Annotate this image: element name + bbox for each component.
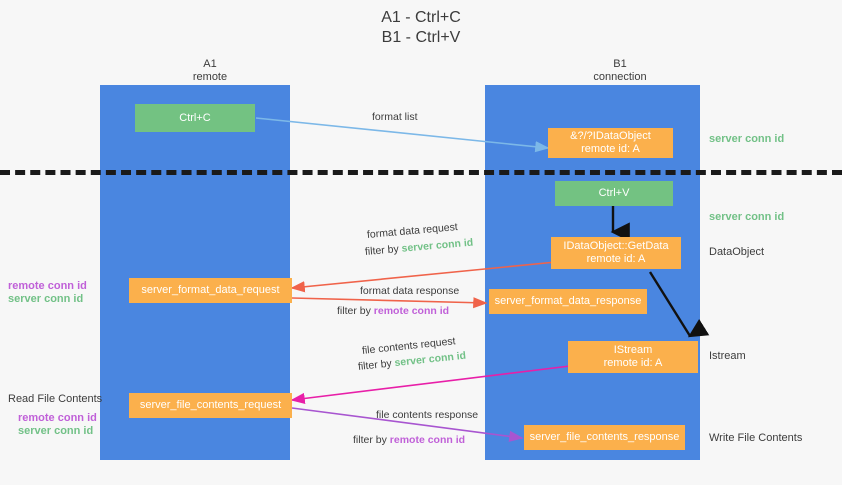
box-istream[interactable]: IStream remote id: A [568,341,698,373]
edge-label-file-contents-response: file contents response [376,409,479,421]
right-label-istream: Istream [709,350,746,362]
box-server-format-data-request-label: server_format_data_request [141,284,280,296]
left-label-server-conn-id-1: server conn id [8,293,84,305]
box-server-format-data-request[interactable]: server_format_data_request [129,278,292,303]
box-server-format-data-response-label: server_format_data_response [494,295,642,307]
box-ctrl-v[interactable]: Ctrl+V [555,181,673,206]
title-line-1: A1 - Ctrl+C [381,9,461,26]
left-label-read-file-contents: Read File Contents [8,393,103,405]
box-server-format-data-response[interactable]: server_format_data_response [489,289,647,314]
column-header-b1: B1 connection [540,58,700,84]
filter-prefix: filter by [353,434,390,446]
box-server-file-contents-request[interactable]: server_file_contents_request [129,393,292,418]
filter-key-remote-conn-id: remote conn id [389,434,466,446]
title-line-2: B1 - Ctrl+V [381,29,461,46]
box-idataobject-sub: remote id: A [581,143,640,155]
left-label-server-conn-id-2: server conn id [18,425,94,437]
box-server-file-contents-response-label: server_file_contents_response [529,431,680,443]
right-label-dataobject: DataObject [709,246,765,258]
box-ctrl-c[interactable]: Ctrl+C [135,104,255,132]
box-server-file-contents-request-label: server_file_contents_request [139,399,282,411]
filter-prefix: filter by [337,305,374,317]
filter-prefix: filter by [364,242,403,258]
left-label-remote-conn-id-2: remote conn id [18,412,97,424]
right-label-server-conn-id-1: server conn id [709,133,785,145]
box-idataobject-getdata[interactable]: IDataObject::GetData remote id: A [551,237,681,269]
column-header-a1: A1 remote [130,58,290,84]
box-idataobject-title: &?/?IDataObject [570,130,651,142]
filter-prefix: filter by [357,357,396,373]
edge-label-format-list: format list [372,111,418,123]
box-server-file-contents-response[interactable]: server_file_contents_response [524,425,685,450]
right-label-server-conn-id-2: server conn id [709,211,785,223]
edge-label-format-data-response-filter: filter by remote conn id [337,304,449,318]
column-b1-name: B1 [613,58,627,70]
edge-label-format-data-response: format data response [360,285,460,297]
box-idataobject-getdata-sub: remote id: A [586,253,646,265]
column-b1-sub: connection [593,71,647,83]
column-a1-sub: remote [192,71,228,83]
filter-key-server-conn-id: server conn id [401,236,474,255]
column-a1-name: A1 [203,58,217,70]
box-idataobject-getdata-title: IDataObject::GetData [563,240,669,252]
box-ctrl-v-label: Ctrl+V [598,187,630,199]
box-istream-sub: remote id: A [603,357,663,369]
left-label-remote-conn-id-1: remote conn id [8,280,87,292]
box-idataobject[interactable]: &?/?IDataObject remote id: A [548,128,673,158]
box-ctrl-c-label: Ctrl+C [179,111,211,124]
arrow-format-data-response [291,297,488,309]
right-label-write-file-contents: Write File Contents [709,432,803,444]
page-title: A1 - Ctrl+C B1 - Ctrl+V [0,8,842,48]
phase-divider [0,170,842,175]
filter-key-remote-conn-id: remote conn id [373,305,450,317]
edge-label-file-contents-response-filter: filter by remote conn id [353,433,465,447]
box-istream-title: IStream [613,344,653,356]
